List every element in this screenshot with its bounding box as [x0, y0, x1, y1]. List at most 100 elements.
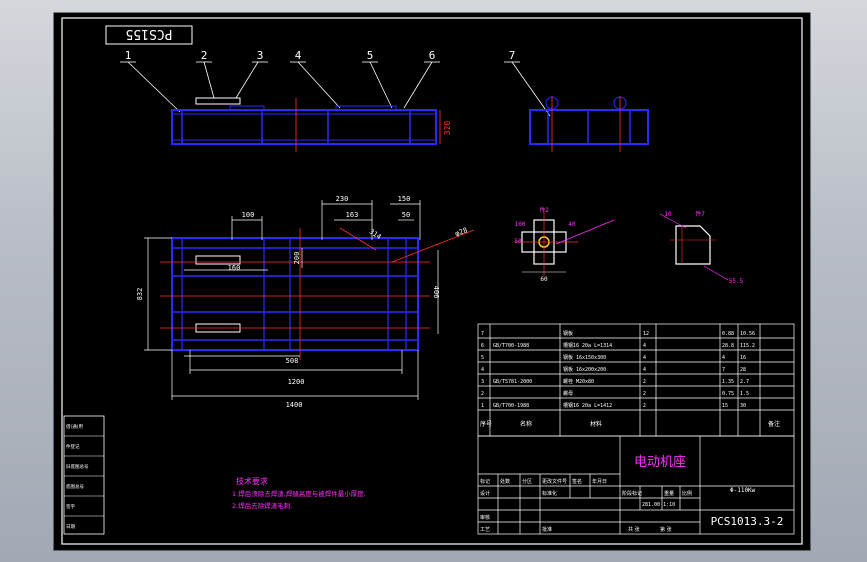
tb-r6-0: 共 张: [628, 526, 640, 533]
detail-part-2: [514, 210, 615, 276]
dim-406: 406: [432, 286, 440, 299]
bom-cell-w1: 15: [722, 403, 728, 409]
tb-r1-3: 更改文件号: [542, 478, 567, 485]
note-1: 1.焊后须除去焊渣,焊缝高度与被焊件最小厚度.: [232, 489, 366, 498]
detail1-title: 件2: [539, 206, 549, 214]
bom-cell-qty: 4: [643, 355, 646, 361]
tb-r1-5: 年月日: [592, 478, 607, 485]
dim-1400: 1400: [286, 401, 303, 409]
dim-163: 163: [346, 211, 359, 219]
side-panel-4: 底图总号: [66, 483, 84, 490]
dim-1200: 1200: [288, 378, 305, 386]
drawing-sheet: [53, 12, 811, 551]
drawing-number: PCS1013.3-2: [711, 515, 784, 528]
balloon-1: 1: [125, 49, 132, 62]
detail1-dim-b: 50: [514, 238, 522, 245]
bom-cell-no: 1: [481, 403, 484, 409]
plan-dimension-lines: [144, 200, 439, 400]
bom-table-grid: [477, 323, 795, 437]
code-box: [105, 25, 193, 45]
bom-cell-w1: 0.75: [722, 391, 734, 397]
tb-r3-2: 比例: [682, 490, 692, 497]
dim-200: 200: [293, 252, 301, 265]
tb-r4-0: 审核: [480, 514, 490, 521]
bom-cell-name: 钢板 16x150x300: [563, 354, 606, 361]
tb-r5-0: 工艺: [480, 527, 490, 533]
bom-cell-std: GB/T700-1988: [493, 343, 529, 349]
bom-cell-no: 4: [481, 367, 484, 373]
drawing-scale: 281.00 1:10: [642, 502, 675, 508]
bom-cell-w2: 16: [740, 355, 746, 361]
bom-cell-w2: 10.56: [740, 331, 755, 337]
dim-320: 320: [443, 121, 452, 136]
detail2-dim-a: 10: [664, 211, 672, 218]
balloon-3: 3: [257, 49, 264, 62]
detail2-title: 件7: [695, 210, 705, 218]
bom-cell-w2: 2.7: [740, 379, 749, 385]
bom-cell-no: 5: [481, 355, 484, 361]
balloon-4: 4: [295, 49, 302, 62]
bom-cell-w2: 28: [740, 367, 746, 373]
side-panel: [63, 415, 105, 535]
dim-508: 508: [286, 357, 299, 365]
front-view: [171, 97, 441, 152]
bom-cell-qty: 4: [643, 367, 646, 373]
detail1-dim-a: 100: [515, 221, 526, 228]
drawing-spec: Φ-110Kw: [730, 487, 756, 494]
bom-cell-qty: 2: [643, 403, 646, 409]
sheet-border: [61, 17, 803, 545]
notes-title: 技术要求: [236, 476, 268, 486]
tb-r2-2: 标准化: [542, 490, 557, 497]
bom-cell-qty: 2: [643, 391, 646, 397]
drawing-title: 电动机座: [634, 455, 686, 470]
note-2: 2.焊后去除焊渣毛刺.: [232, 501, 292, 510]
side-panel-2: 件登记: [66, 443, 80, 450]
bom-cell-w2: 30: [740, 403, 746, 409]
title-block-grid: [477, 435, 795, 535]
bom-cell-std: GB/T700-1988: [493, 403, 529, 409]
bom-cell-w1: 28.8: [722, 343, 734, 349]
bom-cell-w1: 7: [722, 367, 725, 373]
tb-r2-0: 设计: [480, 490, 490, 497]
bom-cell-name: 钢板: [563, 330, 573, 337]
bom-cell-qty: 2: [643, 379, 646, 385]
detail1-dim-d: 60: [540, 276, 548, 283]
bom-header-no: 序号: [480, 420, 492, 428]
balloon-leaders: [120, 61, 551, 117]
detail2-dim-b: 55.5: [729, 278, 744, 285]
plan-view: [160, 227, 475, 360]
bom-cell-qty: 4: [643, 343, 646, 349]
side-panel-1: 借(通)用: [66, 423, 83, 430]
dim-phi: φ28: [454, 226, 469, 238]
detail-part-7: [659, 213, 729, 281]
code-box-text: PCS155: [126, 26, 173, 41]
side-view: [529, 96, 649, 152]
side-panel-5: 签字: [66, 503, 75, 510]
bom-header-name: 名称: [520, 420, 532, 428]
bom-cell-w2: 1.5: [740, 391, 749, 397]
bom-cell-name: 槽钢16 20a L=1412: [563, 402, 612, 409]
bom-cell-w1: 4: [722, 355, 725, 361]
bom-cell-name: 螺母: [563, 390, 573, 397]
side-panel-6: 日期: [66, 524, 75, 530]
dim-230: 230: [336, 195, 349, 203]
dim-160: 160: [228, 264, 241, 272]
dim-100: 100: [242, 211, 255, 219]
balloon-5: 5: [367, 49, 374, 62]
dim-50: 50: [402, 211, 410, 219]
tb-r1-1: 处数: [500, 478, 510, 485]
bom-cell-std: GB/T5781-2000: [493, 379, 532, 385]
bom-header-material: 材料: [590, 420, 602, 428]
tb-r3-1: 重量: [664, 490, 674, 497]
bom-cell-w2: 115.2: [740, 343, 755, 349]
tb-r3-0: 阶段标记: [622, 490, 642, 497]
tb-r6-1: 第 张: [660, 526, 672, 533]
bom-cell-no: 2: [481, 391, 484, 397]
tb-r1-2: 分区: [522, 478, 532, 485]
bom-cell-name: 螺栓 M20x80: [563, 378, 594, 385]
bom-cell-no: 7: [481, 331, 484, 337]
side-panel-3: 旧底图总号: [66, 463, 89, 470]
